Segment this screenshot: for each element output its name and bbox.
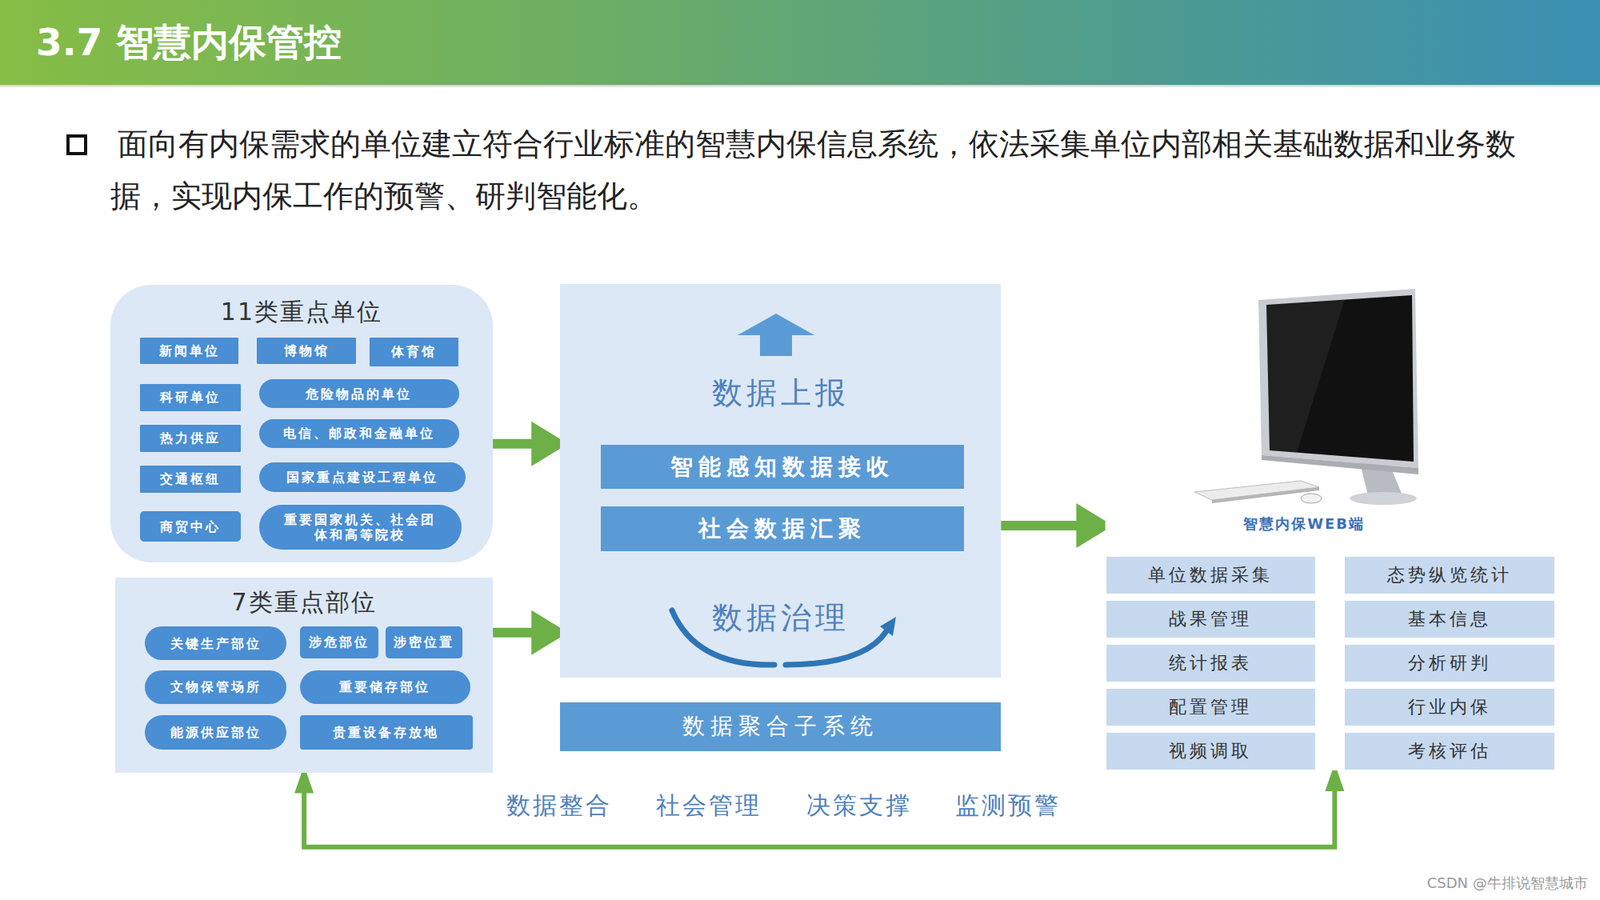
node-label: 智能感知数据接收 bbox=[670, 453, 895, 481]
data-platform-panel: 数据上报数据治理 智能感知数据接收社会数据汇聚 bbox=[560, 284, 1001, 678]
node-label: 数据聚合子系统 bbox=[682, 712, 879, 740]
function-tile: 分析研判 bbox=[1344, 644, 1554, 682]
node-label: 科研单位 bbox=[160, 389, 221, 405]
header-bar: 3.7 智慧内保管控 bbox=[0, 0, 1600, 85]
unit-tag: 文物保管场所 bbox=[144, 670, 287, 704]
mouse bbox=[1300, 493, 1322, 504]
node-label: 涉危部位 bbox=[308, 634, 370, 650]
node-label: 文物保管场所 bbox=[170, 679, 262, 695]
unit-tag: 重要储存部位 bbox=[300, 670, 471, 704]
cycle-arrow-head bbox=[880, 616, 896, 636]
node-label: 交通枢纽 bbox=[160, 471, 221, 487]
node-label: 配置管理 bbox=[1168, 696, 1252, 718]
header-shadow bbox=[0, 84, 1600, 88]
unit-tag: 涉危部位 bbox=[300, 626, 379, 659]
function-tile: 配置管理 bbox=[1106, 688, 1316, 726]
unit-tag: 危险物品的单位 bbox=[259, 379, 460, 408]
node-label: 关键生产部位 bbox=[170, 636, 262, 652]
node-label: 统计报表 bbox=[1168, 652, 1252, 674]
flow-arrow bbox=[1000, 520, 1105, 531]
function-tile: 单位数据采集 bbox=[1106, 556, 1316, 594]
node-label: 视频调取 bbox=[1168, 740, 1252, 762]
unit-tag: 新闻单位 bbox=[140, 337, 240, 364]
function-label: 数据整合 bbox=[506, 791, 621, 820]
unit-tag: 重要国家机关、社会团体和高等院校 bbox=[259, 504, 462, 550]
node-label: 国家重点建设工程单位 bbox=[286, 469, 439, 485]
process-bar: 数据聚合子系统 bbox=[560, 702, 1001, 752]
upload-arrow-shaft bbox=[760, 335, 792, 356]
node-label: 重要国家机关、社会团体和高等院校 bbox=[281, 512, 440, 543]
slide-title: 3.7 智慧内保管控 bbox=[36, 20, 342, 65]
function-tile: 考核评估 bbox=[1344, 732, 1554, 770]
web-terminal: 智慧内保WEB端单位数据采集 态势纵览统计战果管理 基本信息统计报表 分析研判配置管理… bbox=[1104, 285, 1556, 771]
function-label: 监测预警 bbox=[955, 791, 1070, 820]
unit-tag: 体育馆 bbox=[369, 337, 459, 367]
node-label: 7类重点部位 bbox=[232, 588, 377, 617]
process-bar: 智能感知数据接收 bbox=[600, 444, 964, 489]
function-tile: 基本信息 bbox=[1344, 600, 1554, 638]
function-label: 社会管理 bbox=[656, 791, 771, 820]
node-label: 社会数据汇聚 bbox=[698, 515, 867, 543]
node-label: 数据治理 bbox=[712, 600, 850, 637]
unit-tag: 交通枢纽 bbox=[140, 465, 241, 493]
node-label: 11类重点单位 bbox=[220, 297, 383, 327]
monitor-base bbox=[1349, 492, 1417, 505]
node-label: 电信、邮政和金融单位 bbox=[283, 425, 436, 441]
function-tile: 态势纵览统计 bbox=[1344, 556, 1554, 594]
description-text: 面向有内保需求的单位建立符合行业标准的智慧内保信息系统，依法采集单位内部相关基础… bbox=[110, 118, 1552, 223]
node-label: 热力供应 bbox=[160, 430, 221, 446]
node-label: 商贸中心 bbox=[160, 519, 221, 535]
node-label: 重要储存部位 bbox=[339, 679, 431, 695]
flow-arrow bbox=[492, 439, 560, 449]
function-tile: 战果管理 bbox=[1106, 600, 1316, 638]
node-label: 能源供应部位 bbox=[170, 724, 262, 740]
unit-tag: 国家重点建设工程单位 bbox=[259, 462, 466, 492]
unit-tag: 涉密位置 bbox=[385, 626, 463, 659]
unit-tag: 贵重设备存放地 bbox=[300, 715, 473, 750]
cycle-arc bbox=[785, 631, 887, 665]
node-label: 行业内保 bbox=[1408, 696, 1492, 718]
process-bar: 社会数据汇聚 bbox=[600, 506, 964, 552]
node-label: 态势纵览统计 bbox=[1387, 564, 1512, 586]
unit-tag: 科研单位 bbox=[140, 384, 241, 412]
bullet-square bbox=[66, 134, 88, 156]
screen-reflection bbox=[1266, 299, 1345, 453]
category-panel: 7类重点部位关键生产部位 涉危部位 涉密位置文物保管场所 重要储存部位能源供应部位 贵重… bbox=[115, 577, 493, 773]
unit-tag: 商贸中心 bbox=[140, 511, 241, 542]
unit-tag: 博物馆 bbox=[256, 337, 356, 364]
upload-arrow-head bbox=[737, 313, 815, 336]
function-tile: 统计报表 bbox=[1106, 644, 1316, 682]
node-label: 涉密位置 bbox=[393, 634, 455, 650]
node-label: 基本信息 bbox=[1408, 608, 1492, 630]
unit-tag: 关键生产部位 bbox=[144, 626, 287, 660]
category-panel: 11类重点单位新闻单位 博物馆 体育馆科研单位 危险物品的单位热力供应 电信、邮政和金融… bbox=[110, 284, 493, 563]
node-label: 分析研判 bbox=[1408, 652, 1492, 674]
node-label: 考核评估 bbox=[1408, 740, 1492, 762]
monitor-bezel bbox=[1258, 288, 1419, 468]
node-label: 单位数据采集 bbox=[1148, 564, 1273, 586]
unit-tag: 电信、邮政和金融单位 bbox=[259, 419, 460, 448]
function-tile: 视频调取 bbox=[1106, 732, 1316, 770]
node-label: 战果管理 bbox=[1168, 608, 1252, 630]
function-tile: 行业内保 bbox=[1344, 688, 1554, 726]
unit-tag: 热力供应 bbox=[140, 424, 241, 452]
node-label: 博物馆 bbox=[284, 343, 330, 359]
flow-arrow bbox=[304, 770, 1335, 848]
node-label: 贵重设备存放地 bbox=[332, 724, 440, 740]
watermark: CSDN @牛排说智慧城市 bbox=[1408, 874, 1588, 892]
node-label: 智慧内保WEB端 bbox=[1243, 515, 1365, 533]
unit-tag: 能源供应部位 bbox=[144, 715, 287, 750]
node-label: 危险物品的单位 bbox=[305, 386, 412, 402]
node-label: 新闻单位 bbox=[159, 343, 220, 359]
node-label: 体育馆 bbox=[391, 344, 437, 360]
flow-arrow bbox=[492, 628, 560, 638]
function-label: 决策支撑 bbox=[806, 791, 921, 820]
monitor-screen bbox=[1266, 295, 1414, 462]
node-label: 数据上报 bbox=[712, 375, 850, 412]
